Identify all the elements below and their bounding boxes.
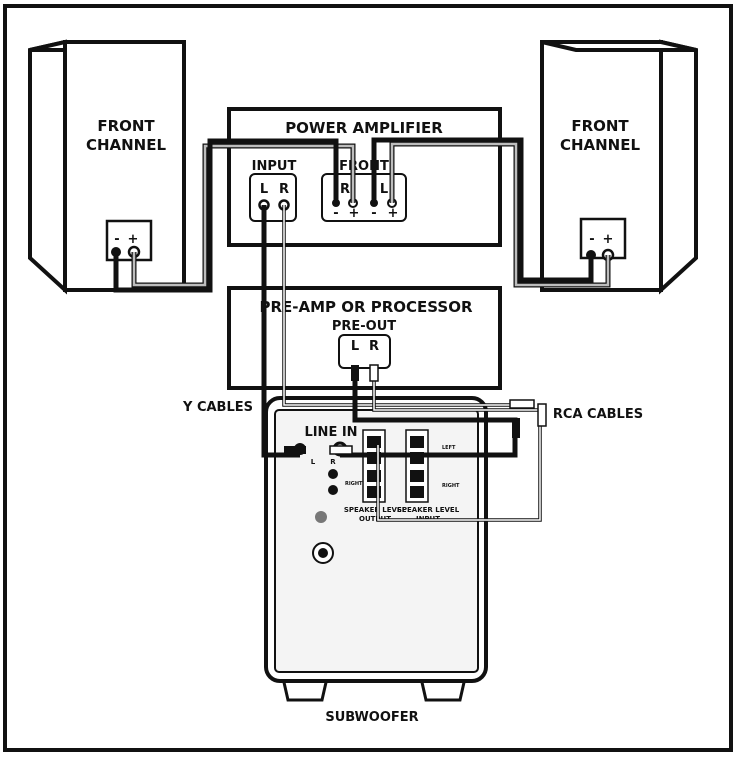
amp-input-r: R: [279, 182, 289, 197]
line-in-l-plug: [284, 446, 306, 454]
amp-front-panel: [321, 173, 407, 222]
rca-cables-label: RCA CABLES: [553, 407, 643, 422]
speaker-level-output-2: OUTPUT: [359, 515, 391, 523]
sli-terminal-1: [410, 436, 424, 448]
sub-power-led: [315, 511, 327, 523]
slo-right-label: RIGHT: [345, 481, 363, 487]
amp-front-l: L: [380, 182, 388, 197]
right-speaker-plus: +: [603, 232, 614, 247]
amp-front-r-plus: +: [349, 206, 360, 221]
preout-l-plug: [351, 365, 359, 381]
preamp-processor: PRE-AMP OR PROCESSOR PRE-OUT L R: [227, 286, 502, 390]
rca-plug-gray: [537, 403, 547, 427]
preout-r-plug: [369, 364, 379, 382]
amp-input-panel: [249, 173, 297, 222]
sub-knob-2: [328, 485, 338, 495]
speaker-wires: [113, 137, 611, 293]
sub-knob-1: [328, 469, 338, 479]
power-amplifier: POWER AMPLIFIER INPUT L R FRONT R L - + …: [227, 107, 502, 247]
outer-frame: [3, 4, 733, 752]
amp-front-label: FRONT: [339, 159, 389, 174]
amp-front-r: R: [340, 182, 350, 197]
line-in-r-plug: [329, 445, 353, 455]
amp-input-label: INPUT: [252, 159, 297, 174]
sli-left-label: LEFT: [442, 445, 456, 451]
left-front-speaker: FRONT CHANNEL - +: [28, 39, 186, 295]
subwoofer-label: SUBWOOFER: [325, 710, 418, 725]
left-speaker-plus: +: [128, 232, 139, 247]
line-in-l: L: [311, 458, 316, 466]
amp-front-l-plus: +: [388, 206, 399, 221]
left-speaker-neg-wire: [113, 138, 339, 293]
left-speaker-label-1: FRONT: [97, 117, 155, 135]
preout-r-cable: [373, 368, 541, 521]
right-speaker-label-2: CHANNEL: [560, 136, 641, 154]
speaker-level-input-1: SPEAKER LEVEL: [397, 506, 460, 514]
left-speaker-pos-wire: [132, 144, 355, 287]
preout-label: PRE-OUT: [332, 319, 396, 334]
right-speaker-minus: -: [589, 232, 594, 247]
sli-right-label: RIGHT: [442, 483, 460, 489]
line-in-r: R: [330, 458, 336, 466]
right-speaker-label-1: FRONT: [571, 117, 629, 135]
power-amplifier-title: POWER AMPLIFIER: [285, 119, 443, 137]
sli-terminal-4: [410, 486, 424, 498]
right-front-speaker: FRONT CHANNEL - +: [540, 39, 698, 295]
amp-front-r-minus: -: [333, 206, 338, 221]
amp-input-r-cable: [283, 205, 515, 406]
left-speaker-minus: -: [114, 232, 119, 247]
left-speaker-label-2: CHANNEL: [86, 136, 167, 154]
rca-cables: [261, 205, 547, 522]
speaker-level-output-1: SPEAKER LEVEL: [344, 506, 407, 514]
amp-input-l-cable: [261, 205, 300, 458]
preout-r: R: [369, 339, 379, 354]
line-in-label: LINE IN: [304, 425, 357, 440]
subwoofer: LINE IN L R LEFT RIGHT RIGHT SPEAKER LEV…: [264, 396, 488, 702]
preout-l: L: [351, 339, 359, 354]
preamp-title: PRE-AMP OR PROCESSOR: [259, 298, 473, 316]
sub-power-button: [318, 548, 328, 558]
right-speaker-neg-wire: [371, 137, 594, 283]
right-speaker-pos-wire: [390, 142, 610, 287]
amp-front-l-minus: -: [371, 206, 376, 221]
amp-input-l: L: [260, 182, 268, 197]
preout-panel: [338, 334, 391, 369]
sli-terminal-3: [410, 470, 424, 482]
y-cables-label: Y CABLES: [182, 400, 253, 415]
rca-plug-black: [512, 418, 520, 438]
rca-plug-top: [509, 399, 535, 409]
